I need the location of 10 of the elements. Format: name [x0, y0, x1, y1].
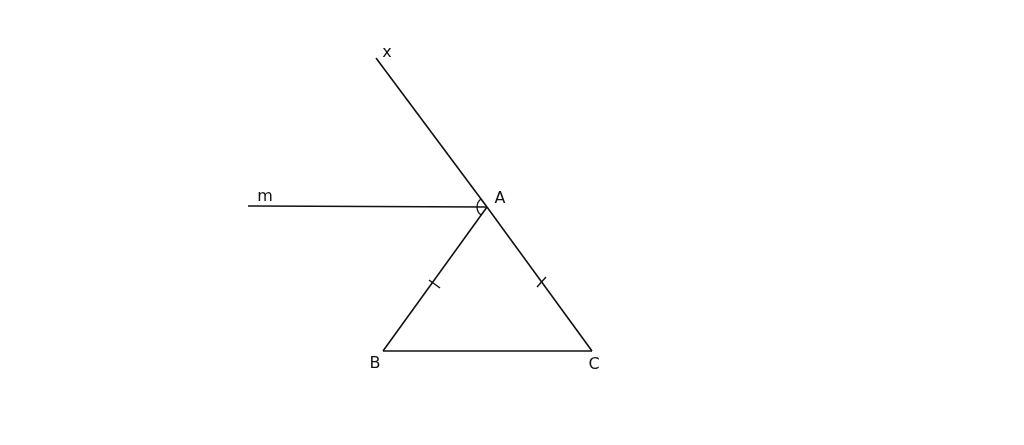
line-segment: [382, 350, 593, 352]
line-segment: [375, 57, 488, 208]
line-segment: [486, 206, 593, 352]
line-segment: [247, 205, 488, 208]
point-label: B: [366, 353, 384, 375]
line-segment: [382, 206, 488, 352]
point-label: x: [378, 42, 396, 62]
point-label: A: [490, 188, 510, 208]
point-label: C: [585, 354, 603, 376]
point-label: m: [252, 186, 278, 205]
